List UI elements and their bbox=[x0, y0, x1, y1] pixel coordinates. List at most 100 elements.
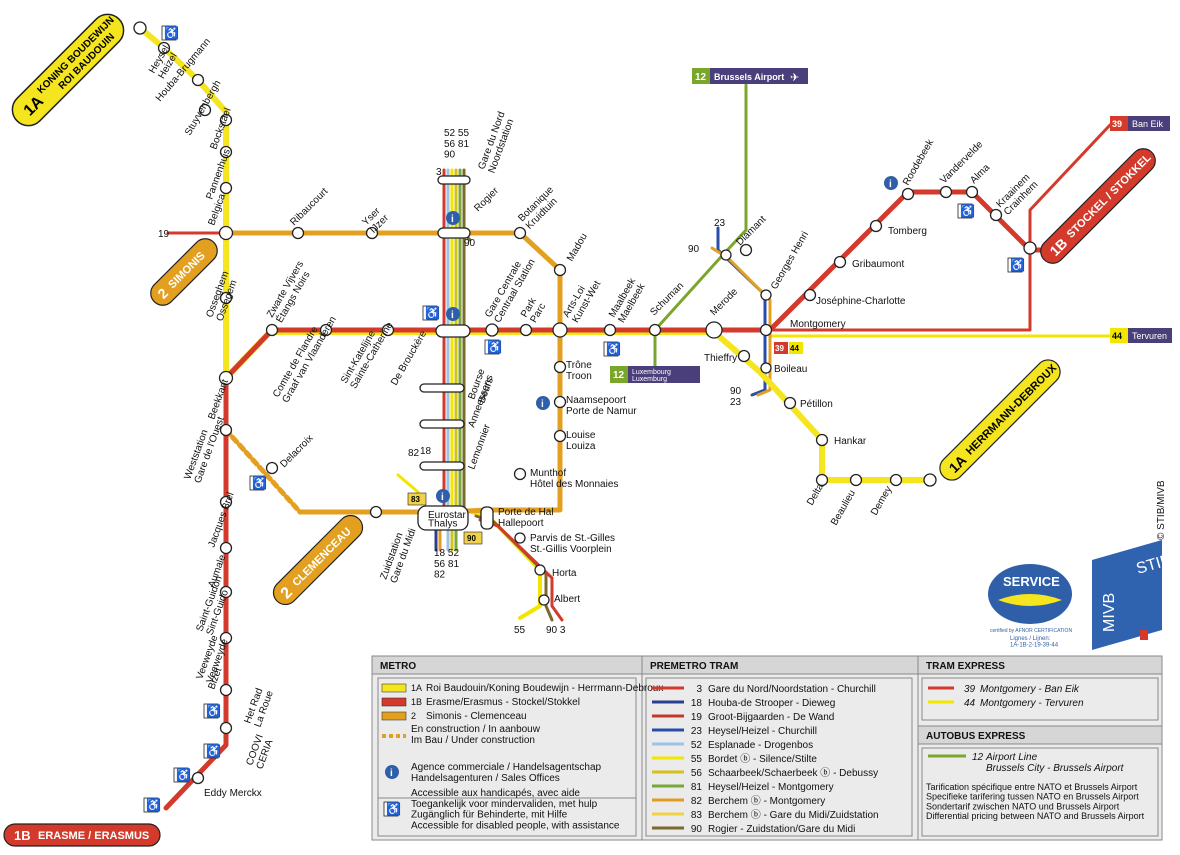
station-label-diamant[interactable]: Diamant bbox=[734, 214, 768, 248]
station-marker[interactable] bbox=[603, 323, 617, 337]
station-label-delacroix[interactable]: Delacroix bbox=[278, 433, 315, 470]
station-marker[interactable] bbox=[720, 249, 732, 261]
station-marker[interactable] bbox=[705, 321, 723, 339]
station-label-gare-ouest[interactable]: WeststationGare de l'Ouest bbox=[182, 412, 226, 485]
station-platform[interactable] bbox=[480, 506, 494, 530]
station-marker[interactable] bbox=[513, 467, 527, 481]
station-label-la-roue[interactable]: Het RadLa Roue bbox=[242, 685, 276, 729]
station-marker[interactable] bbox=[552, 322, 568, 338]
terminal-ban-eik[interactable]: 39 Ban Eik bbox=[1110, 116, 1170, 131]
station-label-ste-catherine[interactable]: Sint-KatelijneSainte-Catherine bbox=[339, 315, 396, 391]
station-marker[interactable] bbox=[923, 473, 937, 487]
station-label-osseghem[interactable]: OsseghemOssegem bbox=[204, 270, 241, 323]
station-platform[interactable] bbox=[437, 227, 471, 239]
station-marker[interactable] bbox=[319, 323, 333, 337]
station-marker[interactable] bbox=[219, 181, 233, 195]
terminal-1b-erasme[interactable]: 1B ERASME / ERASMUS bbox=[3, 823, 161, 847]
station-platform[interactable] bbox=[437, 175, 471, 185]
station-label-hankar[interactable]: Hankar bbox=[834, 436, 867, 447]
station-marker[interactable] bbox=[739, 243, 753, 257]
station-marker[interactable] bbox=[965, 185, 979, 199]
station-marker[interactable] bbox=[218, 225, 234, 241]
station-label-josephine[interactable]: Joséphine-Charlotte bbox=[816, 296, 906, 307]
station-marker[interactable] bbox=[191, 73, 205, 87]
station-label-merode[interactable]: Merode bbox=[708, 286, 740, 318]
station-marker[interactable] bbox=[803, 288, 817, 302]
station-platform[interactable] bbox=[435, 324, 471, 338]
station-platform[interactable] bbox=[419, 419, 465, 429]
station-label-albert[interactable]: Albert bbox=[554, 594, 580, 605]
terminal-2-clemenceau[interactable]: 2 CLEMENCEAU bbox=[269, 511, 368, 610]
station-marker[interactable] bbox=[219, 585, 233, 599]
terminal-1b-stockel[interactable]: 1B STOCKEL / STOKKEL bbox=[1036, 144, 1160, 268]
station-label-lemonnier[interactable]: Lemonnier bbox=[466, 422, 493, 471]
station-marker[interactable] bbox=[737, 349, 751, 363]
station-marker[interactable] bbox=[519, 323, 533, 337]
station-label-parc[interactable]: ParkParc bbox=[519, 295, 549, 325]
station-marker[interactable] bbox=[849, 473, 863, 487]
station-marker[interactable] bbox=[553, 360, 567, 374]
station-label-tomberg[interactable]: Tomberg bbox=[888, 226, 927, 237]
station-label-demey[interactable]: Demey bbox=[869, 485, 894, 518]
station-marker[interactable] bbox=[219, 291, 233, 305]
station-label-zwarte-vijvers[interactable]: Zwarte VijversÉtangs Noirs bbox=[265, 259, 315, 325]
station-marker[interactable] bbox=[815, 433, 829, 447]
station-marker[interactable] bbox=[1023, 241, 1037, 255]
station-marker[interactable] bbox=[369, 505, 383, 519]
station-marker[interactable] bbox=[219, 683, 233, 697]
terminal-1a-north[interactable]: 1A KONING BOUDEWIJN ROI BAUDOUIN bbox=[6, 8, 130, 132]
station-label-madou[interactable]: Madou bbox=[565, 232, 590, 264]
station-label-gribaumont[interactable]: Gribaumont bbox=[852, 259, 904, 270]
station-marker[interactable] bbox=[219, 145, 233, 159]
info-icon[interactable]: i bbox=[446, 307, 460, 321]
station-label-thieffry[interactable]: Thieffry bbox=[704, 353, 737, 364]
station-marker[interactable] bbox=[291, 226, 305, 240]
station-label-boileau[interactable]: Boileau bbox=[774, 364, 807, 375]
station-marker[interactable] bbox=[538, 594, 550, 606]
info-icon[interactable]: i bbox=[884, 176, 898, 190]
station-marker[interactable] bbox=[553, 429, 567, 443]
station-marker[interactable] bbox=[648, 323, 662, 337]
station-marker[interactable] bbox=[219, 495, 233, 509]
station-marker[interactable] bbox=[219, 423, 233, 437]
station-marker[interactable] bbox=[265, 461, 279, 475]
terminal-tervuren[interactable]: 44 Tervuren bbox=[1110, 328, 1172, 343]
station-label-alma[interactable]: Alma bbox=[968, 162, 992, 186]
info-icon[interactable]: i bbox=[536, 396, 550, 410]
station-label-montgomery[interactable]: Montgomery bbox=[790, 319, 846, 330]
station-marker[interactable] bbox=[219, 631, 233, 645]
station-label-de-brouckere[interactable]: De Brouckère bbox=[389, 329, 429, 388]
station-marker[interactable] bbox=[939, 185, 953, 199]
station-platform[interactable] bbox=[417, 505, 469, 531]
station-marker[interactable] bbox=[989, 208, 1003, 222]
info-icon[interactable]: i bbox=[446, 211, 460, 225]
station-marker[interactable] bbox=[514, 532, 526, 544]
station-marker[interactable] bbox=[219, 721, 233, 735]
station-marker[interactable] bbox=[133, 21, 147, 35]
station-label-georges-henri[interactable]: Georges Henri bbox=[769, 230, 811, 292]
station-marker[interactable] bbox=[889, 473, 903, 487]
station-marker[interactable] bbox=[265, 323, 279, 337]
station-label-kraainem[interactable]: KraainemCrainhem bbox=[994, 172, 1040, 218]
station-marker[interactable] bbox=[218, 370, 234, 386]
station-marker[interactable] bbox=[219, 113, 233, 127]
station-label-roodebeek[interactable]: Roodebeek bbox=[901, 137, 937, 188]
station-marker[interactable] bbox=[219, 541, 233, 555]
station-label-bockstael[interactable]: Bockstael bbox=[208, 107, 233, 152]
station-label-rogier[interactable]: Rogier bbox=[472, 185, 501, 214]
station-label-eddy-merckx[interactable]: Eddy Merckx bbox=[204, 788, 262, 799]
station-marker[interactable] bbox=[833, 255, 847, 269]
station-marker[interactable] bbox=[760, 362, 772, 374]
station-marker[interactable] bbox=[901, 187, 915, 201]
station-platform[interactable] bbox=[419, 383, 465, 393]
station-label-horta[interactable]: Horta bbox=[552, 568, 577, 579]
station-marker[interactable] bbox=[198, 103, 212, 117]
station-marker[interactable] bbox=[513, 226, 527, 240]
station-marker[interactable] bbox=[381, 323, 395, 337]
